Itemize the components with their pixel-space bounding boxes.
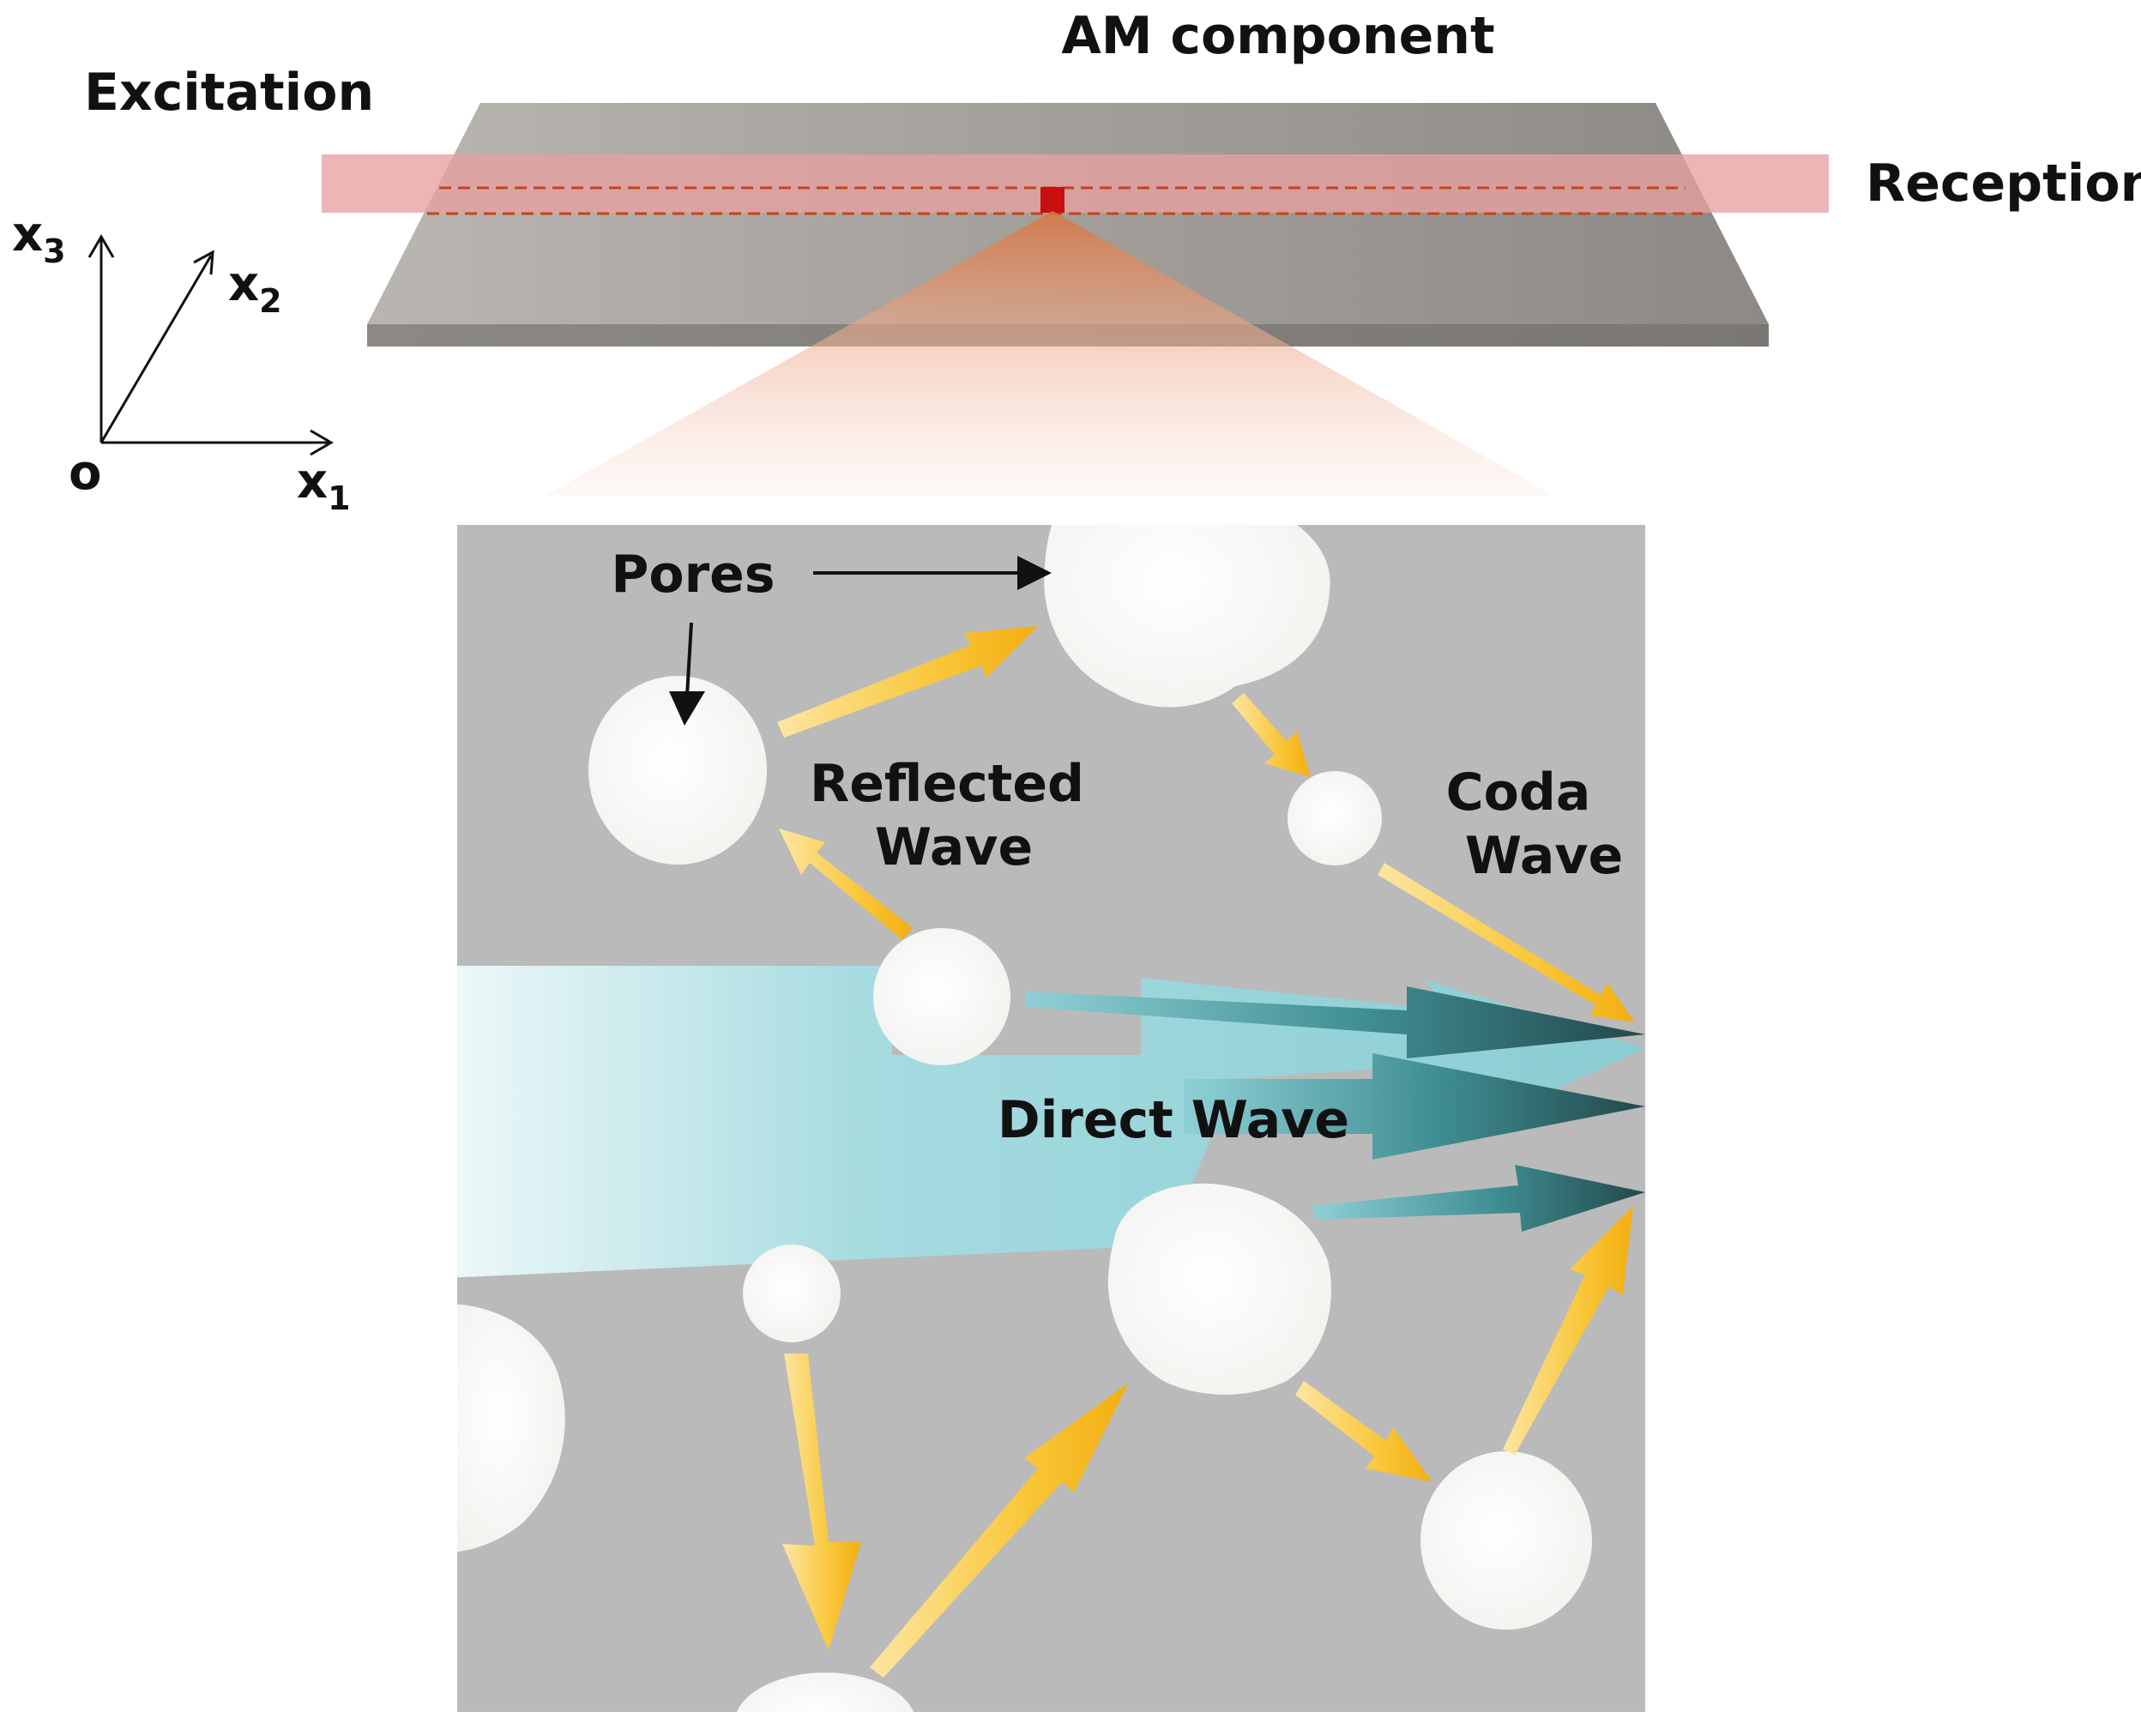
defect-marker <box>1040 187 1064 213</box>
arrow-small-to-receiver <box>1378 863 1635 1022</box>
coda-wave-label-line1: Coda <box>1446 763 1591 823</box>
x3-axis-label: x3 <box>12 207 66 270</box>
direct-wave-arrows <box>1026 986 1645 1232</box>
x1-base: x <box>297 454 328 509</box>
direct-arrow-middle <box>1184 1053 1645 1160</box>
pore-small-lower-left <box>743 1245 841 1342</box>
x3-base: x <box>12 207 43 262</box>
origin-label: o <box>69 445 101 501</box>
pores <box>457 525 1592 1712</box>
x1-axis-label: x1 <box>297 454 351 517</box>
pore-left-edge <box>457 1304 565 1552</box>
laser-beam-band <box>322 154 1829 213</box>
direct-wave-band <box>457 966 1645 1278</box>
arrow-top-pore-to-small <box>1232 693 1311 777</box>
excitation-label: Excitation <box>84 63 374 123</box>
pore-bottom-center <box>736 1673 914 1712</box>
coda-wave-label-line2: Wave <box>1465 826 1623 886</box>
pores-label: Pores <box>611 545 775 605</box>
pore-upper-left <box>588 676 767 865</box>
x1-sub: 1 <box>328 479 350 517</box>
microstructure-panel <box>457 525 1645 1712</box>
reflected-wave-label-line2: Wave <box>875 817 1033 877</box>
reception-label: Reception <box>1866 154 2141 214</box>
pore-small-upper-right <box>1288 771 1382 865</box>
arrow-lower-center-to-lower-right <box>1295 1381 1432 1482</box>
direct-arrow-upper <box>1026 986 1645 1058</box>
arrow-reflect-to-top-pore <box>777 626 1038 738</box>
pore-lower-center <box>1107 1183 1331 1395</box>
pore-top-large <box>1044 525 1330 708</box>
x3-sub: 3 <box>43 232 65 270</box>
reflected-wave-label-line1: Reflected <box>810 754 1084 814</box>
scatter-arrows <box>777 626 1635 1678</box>
arrow-pore-to-bottom <box>782 1353 861 1650</box>
direct-arrow-lower <box>1312 1165 1645 1232</box>
pore-lower-right <box>1420 1451 1592 1630</box>
x2-base: x <box>228 256 259 312</box>
arrow-lower-right-to-receiver <box>1503 1206 1633 1455</box>
direct-wave-label: Direct Wave <box>998 1090 1349 1150</box>
coordinate-axes <box>87 234 334 456</box>
pores-right-arrowhead <box>1017 556 1052 590</box>
am-component-label: AM component <box>1061 6 1494 66</box>
pores-down-arrowhead <box>669 691 705 726</box>
arrow-bottom-to-lower-center <box>870 1383 1129 1678</box>
x2-sub: 2 <box>259 282 281 320</box>
pore-at-band-top <box>873 928 1010 1065</box>
arrow-band-pore-to-upper-left <box>779 829 913 940</box>
x2-axis-label: x2 <box>228 256 282 320</box>
zoom-cone <box>545 211 1554 496</box>
